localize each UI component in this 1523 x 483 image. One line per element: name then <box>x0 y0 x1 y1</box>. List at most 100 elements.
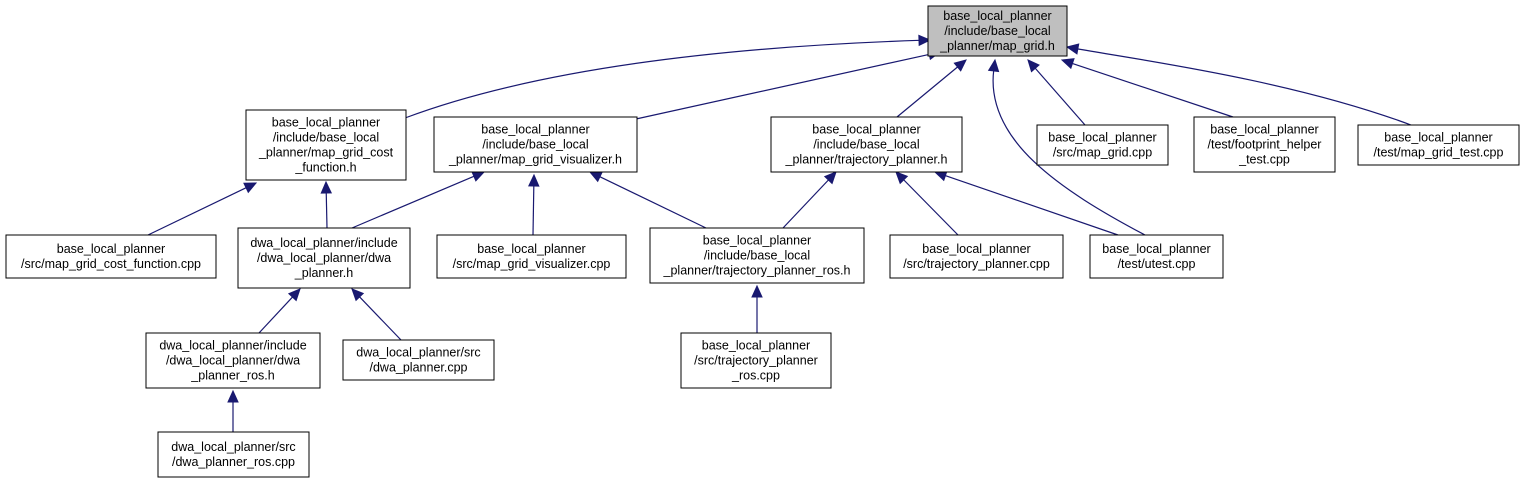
node-box <box>680 332 832 389</box>
edge-n3-to-n0 <box>896 59 967 118</box>
node-label-line: base_local_planner <box>272 116 380 130</box>
node-label-line: _function.h <box>294 161 356 175</box>
edge-line <box>992 69 1146 236</box>
edge-n14-to-n8 <box>351 288 402 341</box>
file-node-n10[interactable]: base_local_planner/include/base_local_pl… <box>649 227 865 284</box>
arrowhead-icon <box>287 288 301 302</box>
node-label-line: _planner/trajectory_planner.h <box>785 153 948 167</box>
node-box <box>436 234 627 279</box>
node-label-line: base_local_planner <box>703 234 811 248</box>
node-label-line: base_local_planner <box>1048 131 1156 145</box>
file-node-n7[interactable]: base_local_planner/src/map_grid_cost_fun… <box>5 234 217 279</box>
arrowhead-icon <box>823 171 837 185</box>
arrowhead-icon <box>351 288 365 302</box>
file-node-n4[interactable]: base_local_planner/src/map_grid.cpp <box>1036 124 1169 166</box>
node-label-line: /include/base_local <box>482 138 588 152</box>
edge-line <box>532 184 535 236</box>
edge-line <box>1076 48 1412 126</box>
node-label-line: base_local_planner <box>57 242 165 256</box>
edge-line <box>782 178 830 229</box>
file-node-n6[interactable]: base_local_planner/test/map_grid_test.cp… <box>1357 124 1520 166</box>
node-box <box>145 332 321 389</box>
edge-n6-to-n0 <box>1065 43 1412 126</box>
edge-n2-to-n0 <box>635 48 942 120</box>
node-label-line: /src/map_grid_visualizer.cpp <box>453 257 611 271</box>
node-box <box>889 234 1064 279</box>
edge-n13-to-n8 <box>258 288 301 334</box>
edge-n9-to-n2 <box>528 173 540 236</box>
arrowhead-icon <box>243 182 258 194</box>
file-node-n13[interactable]: dwa_local_planner/include/dwa_local_plan… <box>145 332 321 389</box>
edge-line <box>598 175 707 229</box>
arrowhead-icon <box>528 173 540 187</box>
node-box <box>770 116 963 173</box>
edge-line <box>325 191 328 229</box>
nodes-layer: base_local_planner/include/base_local_pl… <box>5 5 1520 478</box>
edge-line <box>635 53 931 120</box>
node-label-line: /test/footprint_helper <box>1208 138 1322 152</box>
node-label-line: /dwa_planner_ros.cpp <box>172 455 295 469</box>
node-label-line: base_local_planner <box>922 242 1030 256</box>
node-label-line: /dwa_planner.cpp <box>370 361 468 375</box>
file-node-n15[interactable]: base_local_planner/src/trajectory_planne… <box>680 332 832 389</box>
file-node-n8[interactable]: dwa_local_planner/include/dwa_local_plan… <box>237 227 411 289</box>
node-label-line: _planner.h <box>294 266 353 280</box>
file-node-n3[interactable]: base_local_planner/include/base_local_pl… <box>770 116 963 173</box>
file-node-n16[interactable]: dwa_local_planner/src/dwa_planner_ros.cp… <box>157 431 310 478</box>
node-box <box>237 227 411 289</box>
edge-n15-to-n10 <box>751 284 763 333</box>
file-node-n9[interactable]: base_local_planner/src/map_grid_visualiz… <box>436 234 627 279</box>
node-label-line: base_local_planner <box>1102 242 1210 256</box>
file-node-n12[interactable]: base_local_planner/test/utest.cpp <box>1089 234 1224 279</box>
arrowhead-icon <box>987 58 1000 73</box>
node-label-line: _planner/map_grid.h <box>939 39 1055 53</box>
arrowhead-icon <box>953 59 967 72</box>
file-node-n5[interactable]: base_local_planner/test/footprint_helper… <box>1193 116 1336 173</box>
node-label-line: dwa_local_planner/include <box>250 236 397 250</box>
file-node-n2[interactable]: base_local_planner/include/base_local_pl… <box>433 116 638 173</box>
node-box <box>433 116 638 173</box>
node-label-line: dwa_local_planner/src <box>356 346 480 360</box>
arrowhead-icon <box>1027 59 1040 73</box>
node-label-line: /include/base_local <box>704 249 810 263</box>
edge-n11-to-n3 <box>895 171 959 236</box>
node-label-line: base_local_planner <box>481 123 589 137</box>
node-label-line: /include/base_local <box>273 131 379 145</box>
file-node-n14[interactable]: dwa_local_planner/src/dwa_planner.cpp <box>342 339 495 381</box>
file-node-n0[interactable]: base_local_planner/include/base_local_pl… <box>927 5 1068 57</box>
edge-n10-to-n3 <box>782 171 837 229</box>
edge-n8-to-n2 <box>351 171 486 229</box>
node-label-line: base_local_planner <box>1384 131 1492 145</box>
edge-line <box>404 39 921 119</box>
node-box <box>5 234 217 279</box>
arrowhead-icon <box>320 180 333 194</box>
node-label-line: _ros.cpp <box>731 369 780 383</box>
node-label-line: /include/base_local <box>944 24 1050 38</box>
edge-line <box>902 178 959 236</box>
file-node-n11[interactable]: base_local_planner/src/trajectory_planne… <box>889 234 1064 279</box>
node-box <box>1193 116 1336 173</box>
file-node-n1[interactable]: base_local_planner/include/base_local_pl… <box>245 109 407 181</box>
edge-n10-to-n2 <box>588 171 707 229</box>
arrowhead-icon <box>895 171 909 185</box>
node-label-line: _planner/map_grid_visualizer.h <box>448 153 622 167</box>
node-label-line: base_local_planner <box>943 9 1051 23</box>
arrowhead-icon <box>588 171 603 183</box>
arrowhead-icon <box>918 34 932 47</box>
arrowhead-icon <box>471 171 486 182</box>
edges-layer <box>147 34 1412 432</box>
node-box <box>1036 124 1169 166</box>
node-label-line: /src/map_grid_cost_function.cpp <box>21 257 201 271</box>
arrowhead-icon <box>227 389 239 403</box>
node-label-line: dwa_local_planner/src <box>171 440 295 454</box>
node-label-line: /dwa_local_planner/dwa <box>257 251 391 265</box>
edge-line <box>358 295 402 341</box>
edge-line <box>1071 62 1234 118</box>
node-label-line: /test/map_grid_test.cpp <box>1374 146 1504 160</box>
edge-n7-to-n1 <box>147 182 258 236</box>
arrowhead-icon <box>1065 43 1080 55</box>
node-label-line: base_local_planner <box>1210 123 1318 137</box>
node-box <box>342 339 495 381</box>
edge-line <box>351 175 476 229</box>
